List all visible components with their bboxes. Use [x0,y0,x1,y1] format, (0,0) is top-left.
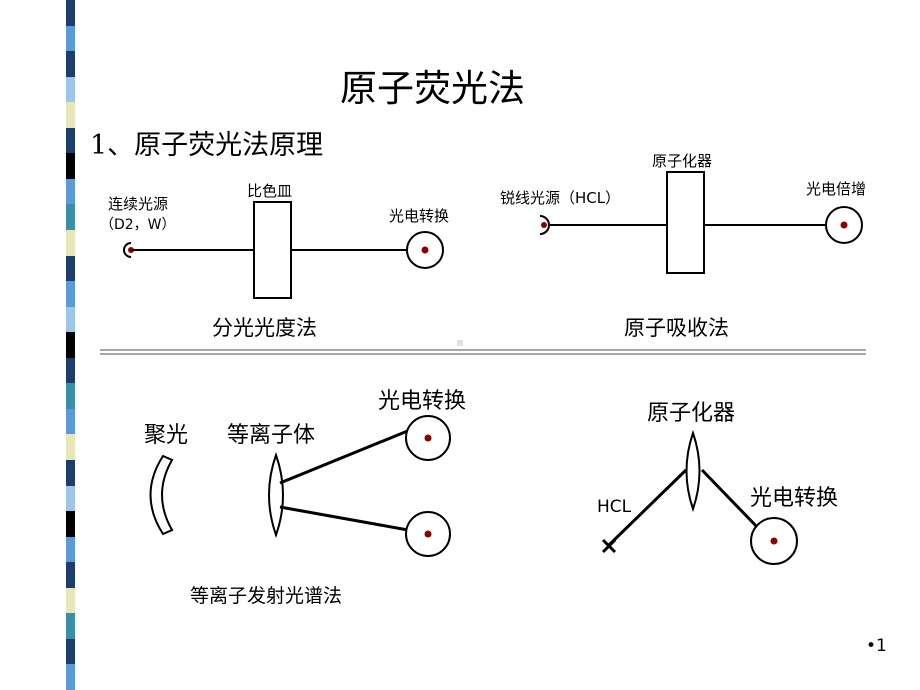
stripe-segment [66,664,75,690]
atomizer-label: 原子化器 [652,152,713,170]
hcl-dot [541,222,547,228]
plasma-label: 等离子体 [227,423,316,448]
hcl-source-label: 锐线光源（HCL） [500,189,621,207]
stripe-segment [66,332,75,359]
atomizer-box [666,171,705,274]
detector-dot [424,530,432,538]
icp-caption: 等离子发射光谱法 [190,585,343,607]
stripe-segment [66,178,75,205]
aas-caption: 原子吸收法 [624,316,729,340]
excitation-path [607,468,688,547]
stripe-segment [66,383,75,410]
detector-dot [770,537,778,545]
condenser-label: 聚光 [144,423,189,448]
stripe-segment [66,204,75,231]
stripe-segment [66,562,75,589]
stripe-segment [66,638,75,665]
stripe-segment [66,127,75,154]
stripe-segment [66,306,75,333]
spectro-diagram [123,201,444,299]
stripe-segment [66,357,75,384]
stripe-segment [66,76,75,103]
detector-label: 光电转换 [389,207,450,225]
hcl-cross-icon [601,538,617,554]
page-number: •1 [866,636,887,656]
atomizer-label: 原子化器 [647,401,736,426]
section-heading: 1、原子荧光法原理 [90,130,324,161]
stripe-segment [66,408,75,435]
stripe-segment [66,485,75,512]
detector-dot [424,434,432,442]
stripe-segment [66,587,75,614]
condenser-mirror [149,454,174,536]
continuous-source-icon [123,242,132,258]
stripe-segment [66,0,75,27]
plasma-lens [268,451,284,539]
stripe-segment [66,153,75,180]
emission-path [279,428,411,485]
detector-dot [840,221,848,229]
stripe-segment [66,613,75,640]
icp-diagram [149,415,451,557]
stripe-segment [66,255,75,282]
stripe-segment [66,51,75,78]
stripe-segment [66,536,75,563]
stripe-segment [66,460,75,487]
pmt-label: 光电倍增 [806,180,867,198]
afs-diagram [601,429,798,565]
slide-title: 原子荧光法 [340,67,525,110]
stripe-segment [66,511,75,538]
spectro-caption: 分光光度法 [212,316,317,340]
stripe-segment [66,102,75,129]
stripe-segment [66,281,75,308]
cuvette-label: 比色皿 [247,182,293,200]
fluorescence-path [700,468,762,532]
stripe-segment [66,230,75,257]
small-marker [457,340,463,346]
hcl-label: HCL [597,497,632,517]
aas-diagram [539,171,863,274]
continuous-source-label: 连续光源 [108,195,169,213]
stripe-segment [66,434,75,461]
stripe-segment [66,25,75,52]
detector-dot [421,246,429,254]
detector-label: 光电转换 [750,486,839,511]
continuous-source-sub: （D2，W） [100,217,176,233]
detector-label: 光电转换 [378,389,467,414]
atomizer-lens [685,429,701,513]
emission-path [279,505,409,532]
cuvette-box [253,201,292,299]
